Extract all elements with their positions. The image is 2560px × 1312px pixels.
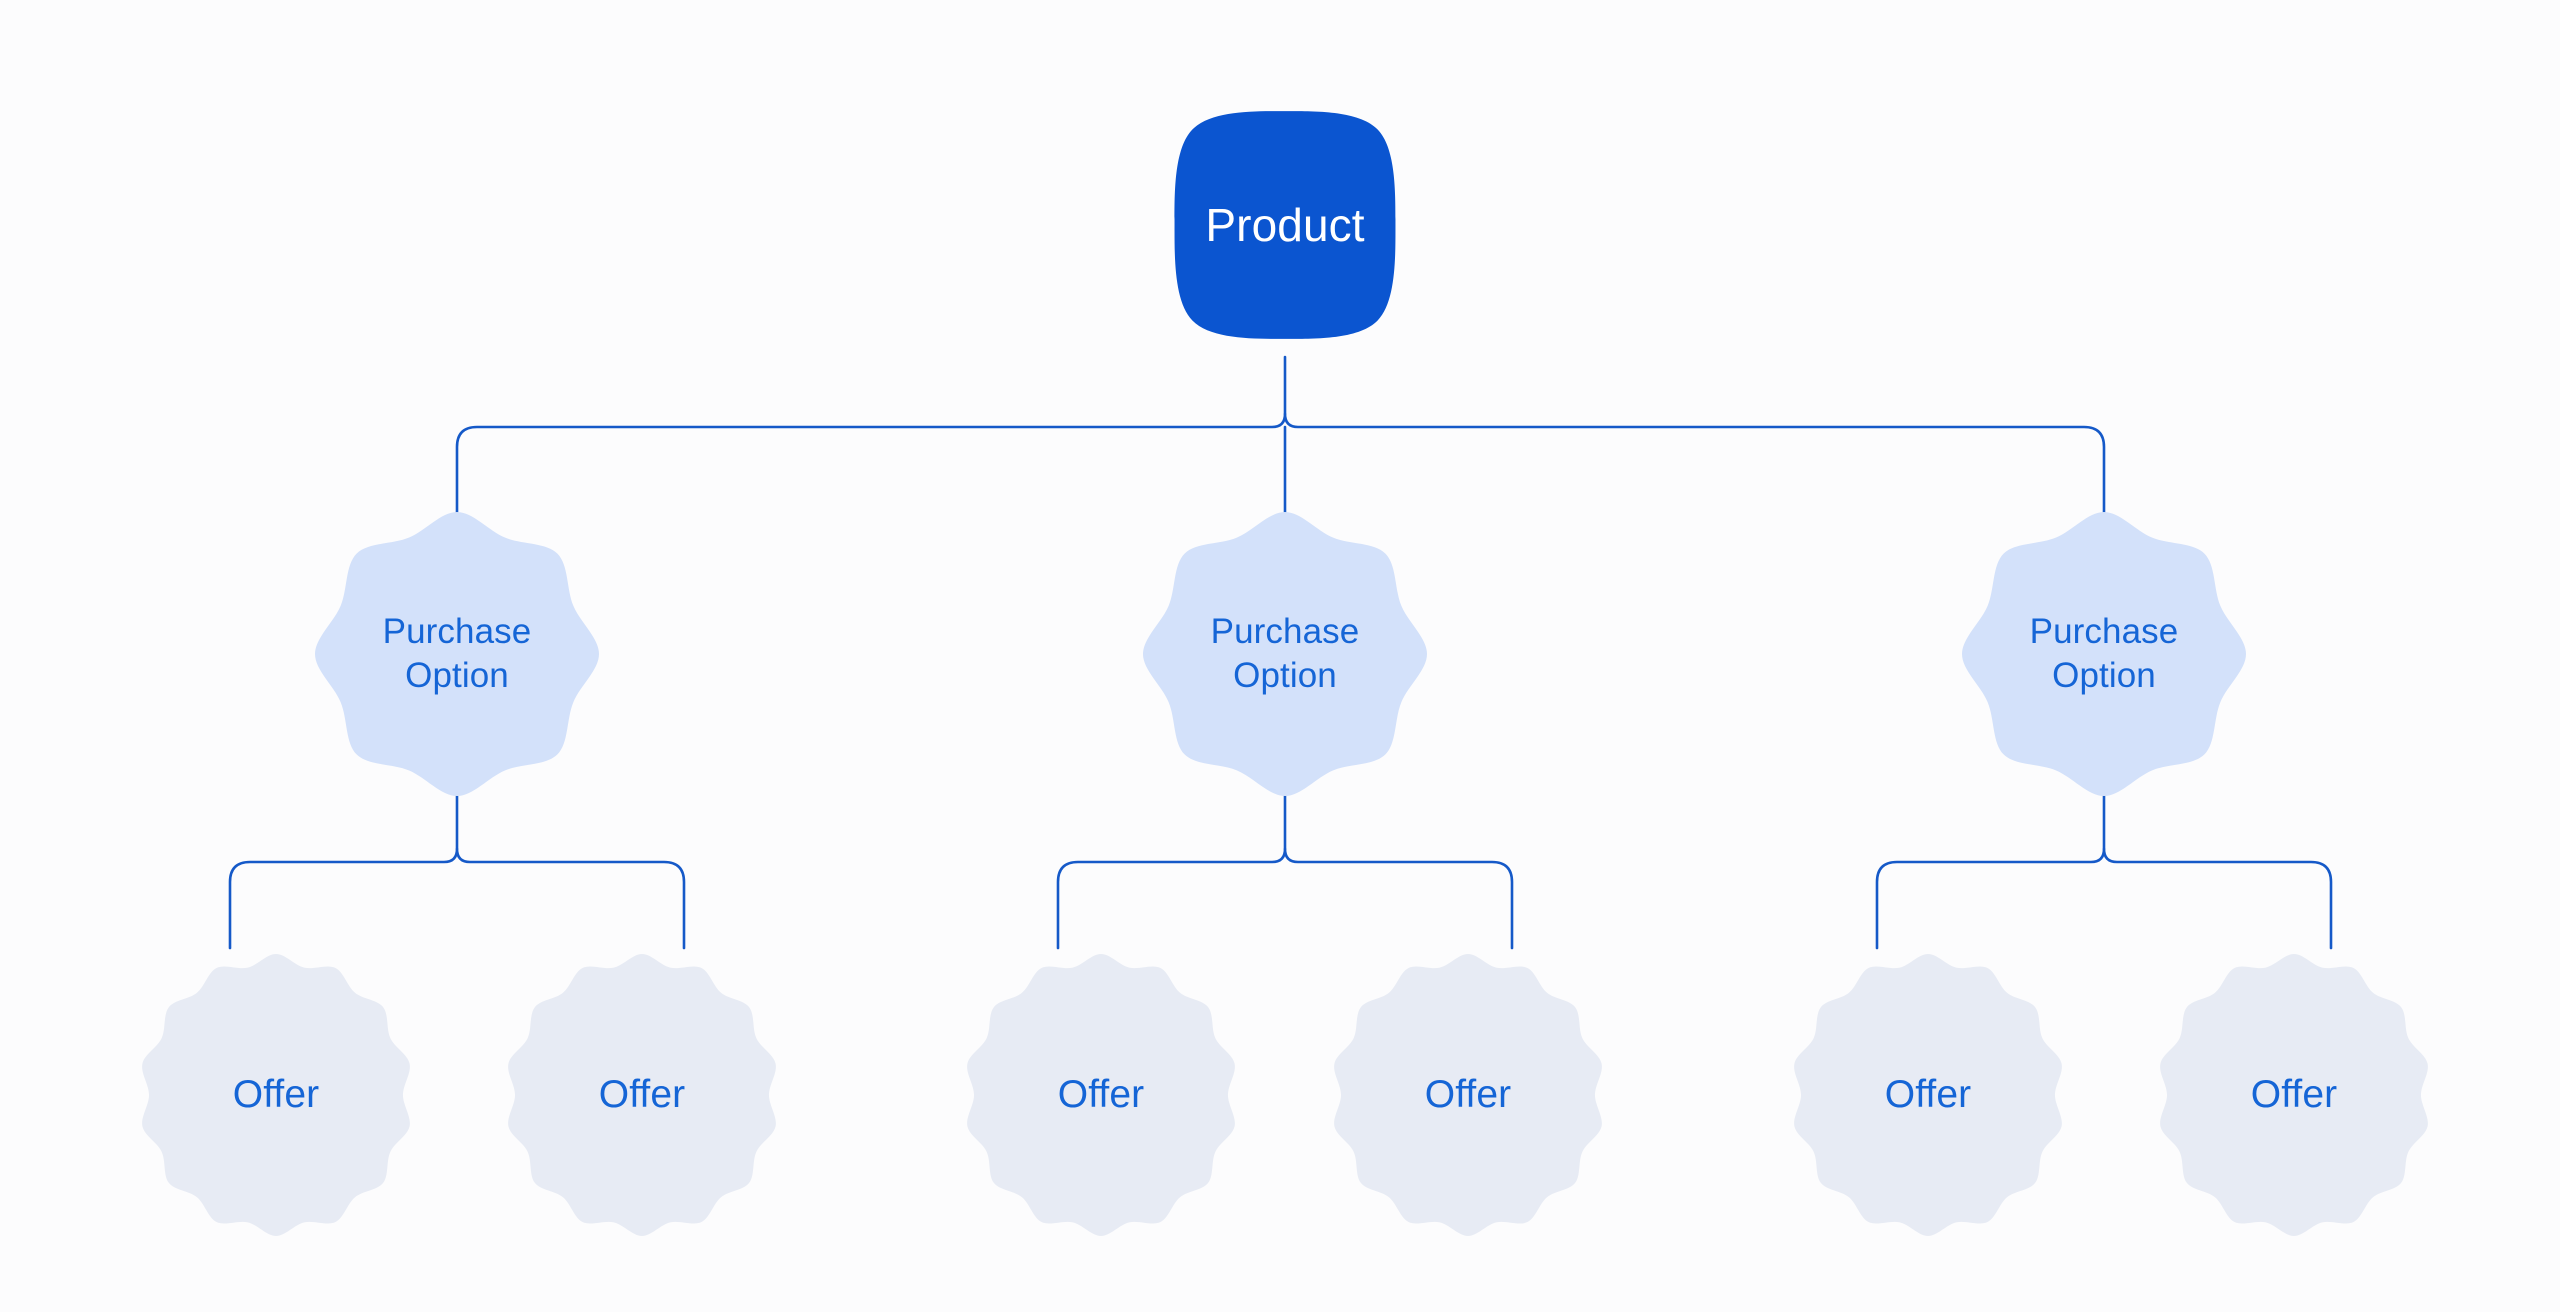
connector-lines xyxy=(228,355,2333,950)
node-shape-offer-2[interactable] xyxy=(508,954,776,1236)
node-shape-po-1[interactable] xyxy=(315,512,599,796)
node-shape-product[interactable] xyxy=(1174,111,1396,339)
node-shape-offer-5[interactable] xyxy=(1794,954,2062,1236)
connector-tier2-2-bus xyxy=(1056,847,1514,950)
connector-tier1-bus xyxy=(455,412,2106,515)
node-shape-offer-1[interactable] xyxy=(142,954,410,1236)
node-shape-offer-4[interactable] xyxy=(1334,954,1602,1236)
node-shape-po-2[interactable] xyxy=(1143,512,1427,796)
node-shape-po-3[interactable] xyxy=(1962,512,2246,796)
connector-tier2-1-bus xyxy=(228,847,686,950)
connector-tier2-3-bus xyxy=(1875,847,2333,950)
node-shapes xyxy=(142,111,2428,1236)
node-shape-offer-6[interactable] xyxy=(2160,954,2428,1236)
node-shape-offer-3[interactable] xyxy=(967,954,1235,1236)
